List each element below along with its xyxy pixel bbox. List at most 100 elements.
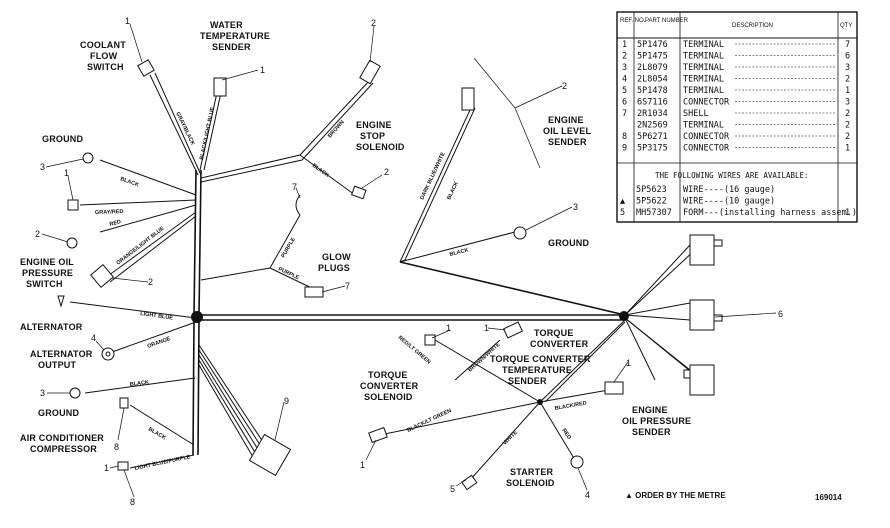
table-cell-desc: TERMINAL (683, 40, 724, 50)
wire-black-lt-green: BLACK/LT GREEN (406, 408, 452, 434)
wire-black-bottom-ground: BLACK (130, 380, 150, 388)
table-cell-part: 5P1478 (637, 86, 668, 96)
table-cell-ref: 3 (622, 63, 627, 73)
starter-terminal-5-icon (461, 474, 478, 491)
label-starter-2: SOLENOID (506, 478, 555, 488)
ref-alt-out: 4 (91, 333, 96, 343)
component-symbols (57, 59, 723, 491)
figure-number: 169014 (815, 493, 842, 502)
wire-row-desc: WIRE----(16 gauge) (683, 185, 775, 195)
wire-row-desc: FORM---(installing harness assem.) (683, 208, 857, 218)
label-tc-sol-2: CONVERTER (360, 381, 419, 391)
table-cell-part: 5P6271 (637, 132, 668, 142)
table-cell-part: 2L8079 (637, 63, 668, 73)
wire-orange-light-blue: ORANGE/LIGHT BLUE (116, 226, 166, 267)
table-cell-part: 5P1475 (637, 52, 668, 62)
svg-text:PART NUMBER: PART NUMBER (645, 18, 689, 24)
label-oil-switch-1: ENGINE OIL (20, 257, 74, 267)
wire-row-part: MH57307 (636, 208, 672, 218)
ref-water: 1 (260, 65, 265, 75)
stop-solenoid-bottom-connector-icon (351, 185, 367, 200)
oil-pressure-sender-icon (604, 381, 624, 395)
label-starter-1: STARTER (510, 467, 554, 477)
label-stop-1: ENGINE (356, 120, 392, 130)
water-sender-icon (213, 77, 227, 97)
ref-stop-bottom: 2 (384, 167, 389, 177)
ref-ac-bottom-1: 1 (104, 463, 109, 473)
ref-oil-sender: 1 (626, 358, 631, 368)
wire-black-stop: BLACK (311, 163, 330, 179)
ref-ground-right: 3 (573, 202, 578, 212)
table-cell-ref: 1 (622, 40, 627, 50)
table-cell-desc: CONNECTOR (683, 98, 730, 108)
table-cell-desc: TERMINAL (683, 75, 724, 85)
label-tc-temp-1: TORQUE CONVERTER (490, 354, 591, 364)
wire-gray-black: GRAY/BLACK (174, 111, 195, 146)
wire-white: WHITE (502, 429, 519, 446)
table-cell-ref: 9 (622, 144, 627, 154)
ref-ground-bottom: 3 (40, 388, 45, 398)
wire-row-part: 5P5623 (636, 185, 667, 195)
svg-text:REF. NO.: REF. NO. (620, 18, 646, 24)
table-cell-qty: 1 (845, 86, 850, 96)
label-ground-top: GROUND (42, 134, 83, 144)
ref-torque-2: 1 (484, 323, 489, 333)
table-cell-part: 5P1476 (637, 40, 668, 50)
stop-solenoid-top-connector-icon (359, 59, 381, 85)
harness-trunks (192, 169, 626, 456)
table-cell-qty: 2 (845, 75, 850, 85)
label-oil-switch-3: SWITCH (26, 279, 63, 289)
table-header-part: PART NUMBER (645, 18, 689, 24)
torque-converter-connector-icon (502, 321, 524, 339)
table-cell-qty: 6 (845, 52, 850, 62)
right-ground-terminal-icon (513, 226, 527, 240)
coolant-switch-icon (137, 59, 155, 77)
label-alt-out-1: ALTERNATOR (30, 349, 93, 359)
ref-ac-8: 8 (114, 442, 119, 452)
glow-plug-bottom-icon (304, 286, 324, 298)
label-tc-sol-3: SOLENOID (364, 392, 413, 402)
label-coolant-3: SWITCH (87, 62, 124, 72)
ref-starter-4: 4 (585, 490, 590, 500)
alternator-output-ring-icon (101, 347, 115, 361)
ref-conn-9: 9 (284, 396, 289, 406)
label-ground-right: GROUND (548, 238, 589, 248)
ref-torque-1: 1 (446, 323, 451, 333)
label-tc-2: CONVERTER (530, 339, 589, 349)
glow-plug-top-icon (295, 194, 301, 216)
table-cell-desc: TERMINAL (683, 121, 724, 131)
label-glow-1: GLOW (322, 252, 351, 262)
ref-coolant: 1 (125, 16, 130, 26)
svg-text:DESCRIPTION: DESCRIPTION (732, 23, 773, 29)
label-water-2: TEMPERATURE (200, 31, 270, 41)
wire-red-starter: RED (560, 428, 572, 441)
table-cell-qty: 2 (845, 121, 850, 131)
ref-right-conn: 6 (778, 309, 783, 319)
red-wire-connector-icon (66, 237, 78, 249)
ref-stop-top: 2 (371, 18, 376, 28)
table-cell-part: 6S7116 (637, 98, 668, 108)
label-stop-3: SOLENOID (356, 142, 405, 152)
table-cell-part: 2R1034 (637, 109, 668, 119)
table-cell-qty: 1 (845, 144, 850, 154)
label-ground-bottom: GROUND (38, 408, 79, 418)
wire-row-mark: 5 (620, 208, 625, 218)
label-tc-sol-1: TORQUE (368, 370, 408, 380)
wire-black-right-ground: BLACK (449, 247, 469, 257)
wire-row-part: 5P5622 (636, 197, 667, 207)
svg-text:QTY: QTY (840, 23, 852, 29)
label-tc-temp-2: TEMPERATURE (502, 365, 572, 375)
ac-terminal-icon (119, 397, 129, 409)
ref-tc-sol: 1 (360, 460, 365, 470)
label-stop-2: STOP (360, 131, 385, 141)
label-ac-2: COMPRESSOR (30, 444, 97, 454)
wire-dark-blue-white: DARK BLUE/WHITE (419, 151, 446, 201)
table-header-desc: DESCRIPTION (732, 23, 773, 29)
